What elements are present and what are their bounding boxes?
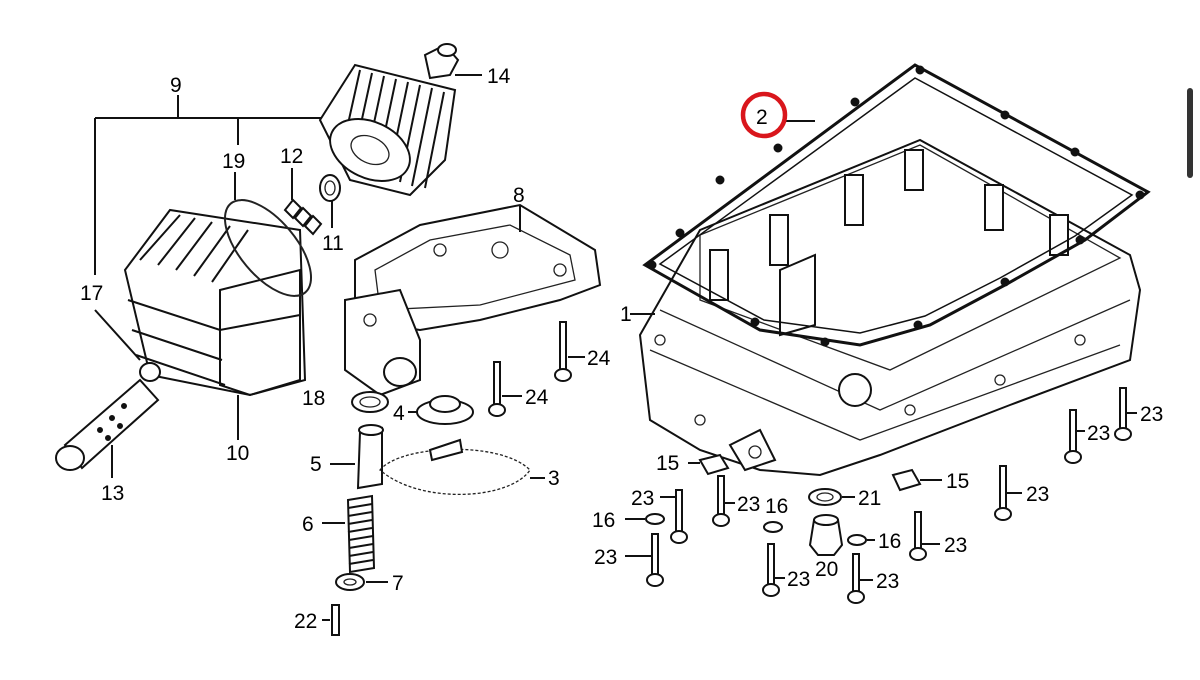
washer-16a-part [625, 513, 665, 525]
bolt-23f-part [909, 511, 940, 561]
oring-19-part [223, 172, 313, 297]
bolt-23e-part [847, 553, 873, 604]
callout-1: 1 [620, 303, 632, 326]
callout-23h: 23 [1087, 422, 1110, 445]
cap-4-part [408, 395, 474, 425]
leader-9 [94, 95, 330, 275]
callout-2-highlight: 2 [740, 91, 788, 139]
callout-23i: 23 [1140, 403, 1163, 426]
callout-23g: 23 [1026, 483, 1049, 506]
callout-8: 8 [513, 184, 525, 207]
callout-4: 4 [393, 402, 405, 425]
filter-cover-part [123, 208, 307, 440]
callout-21: 21 [858, 487, 881, 510]
callout-6: 6 [302, 513, 314, 536]
drain-bolt-20-part [808, 514, 844, 556]
bolt-23g-part [994, 465, 1022, 521]
bolt-24b-part [488, 361, 522, 417]
clip-15b-part [891, 468, 942, 492]
bolt-14-part [423, 43, 482, 80]
callout-16c: 16 [878, 530, 901, 553]
callout-23d: 23 [787, 568, 810, 591]
clip-15a-part [688, 453, 730, 476]
highlight-ring [740, 91, 788, 139]
washer-7-part [335, 573, 388, 591]
pin-22-part [322, 604, 340, 636]
callout-23e: 23 [876, 570, 899, 593]
callout-18: 18 [302, 387, 325, 410]
spring-12-part [283, 168, 323, 236]
bolt-23i-part [1114, 387, 1137, 441]
washer-21-part [808, 488, 855, 506]
filter-element-part [318, 63, 457, 197]
callout-23c: 23 [594, 546, 617, 569]
vertical-scrollbar[interactable] [1187, 88, 1193, 178]
callout-22: 22 [294, 610, 317, 633]
callout-13: 13 [101, 482, 124, 505]
bolt-23d-part [762, 543, 785, 597]
ring-18-part [351, 391, 389, 413]
bolt-23b-part [712, 475, 735, 527]
callout-14: 14 [487, 65, 511, 88]
callout-15a: 15 [656, 452, 679, 475]
bolt-23a-part [660, 489, 688, 544]
callout-19: 19 [222, 150, 245, 173]
bolt-24a-part [554, 321, 585, 382]
callout-20: 20 [815, 558, 838, 581]
bolt-23c-part [625, 533, 664, 587]
callout-5: 5 [310, 453, 322, 476]
callout-24b: 24 [525, 386, 549, 409]
oil-pump-body-part [344, 288, 421, 397]
oil-pan-1-part [630, 138, 1142, 477]
callout-23b: 23 [737, 493, 760, 516]
callout-10: 10 [226, 442, 249, 465]
callout-9: 9 [170, 74, 182, 97]
callout-12: 12 [280, 145, 303, 168]
callout-17: 17 [80, 282, 103, 305]
callout-16b: 16 [765, 495, 788, 518]
callout-7: 7 [392, 572, 404, 595]
callout-11: 11 [322, 232, 344, 255]
bolt-23h-part [1064, 409, 1085, 464]
callout-16a: 16 [592, 509, 615, 532]
callout-15b: 15 [946, 470, 969, 493]
washer-16c-part [847, 534, 875, 546]
strainer-3-part [379, 438, 545, 496]
callout-23f: 23 [944, 534, 967, 557]
gasket-2-part [642, 63, 1151, 347]
callout-23a: 23 [631, 487, 654, 510]
spring-6-part [322, 494, 376, 574]
pipe-5-part [330, 424, 384, 490]
callout-3: 3 [548, 467, 560, 490]
callout-24a: 24 [587, 347, 611, 370]
washer-11-part [319, 174, 341, 228]
center-bolt-13-part [55, 309, 161, 478]
callout-2: 2 [756, 106, 768, 129]
washer-16b-part [763, 521, 783, 533]
